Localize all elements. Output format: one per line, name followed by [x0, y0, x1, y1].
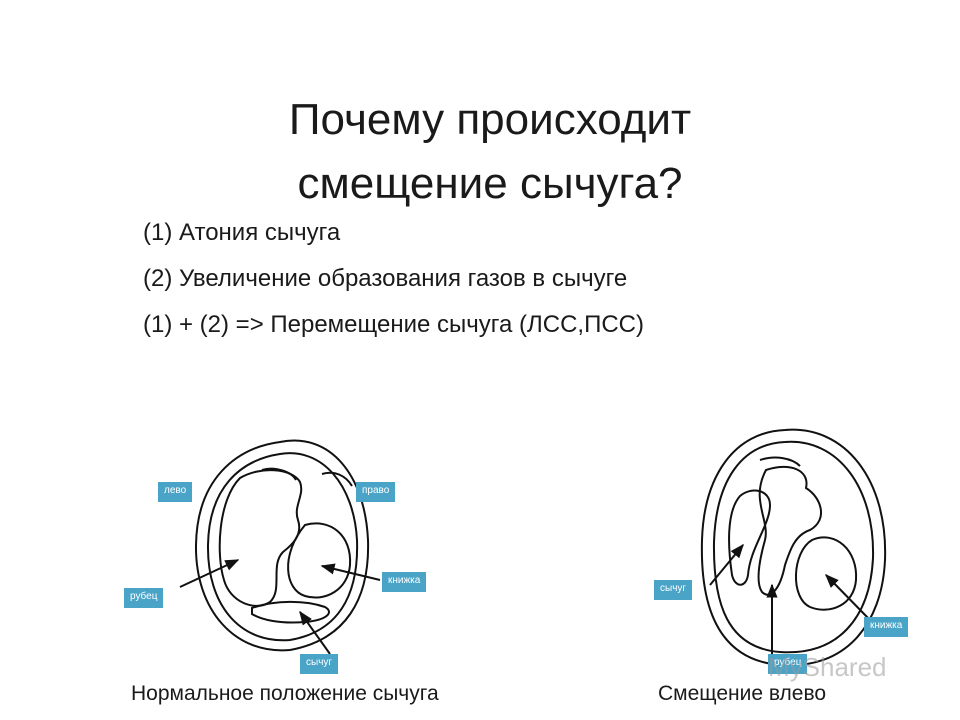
normal-position-diagram: [179, 439, 381, 655]
left-body-inner-outline: [206, 452, 359, 642]
right-omasum-pointer: [825, 573, 871, 621]
label-right: право: [356, 482, 396, 502]
right-abomasum-pointer: [709, 543, 744, 586]
caption-displaced: Смещение влево: [658, 682, 827, 705]
bullet-1: (1) Атония сычуга: [143, 219, 341, 246]
rumen-pointer: [179, 559, 240, 588]
title-line-1: Почему происходит: [288, 95, 692, 144]
label-abomasum-displaced: сычуг: [654, 580, 693, 600]
label-abomasum: сычуг: [300, 654, 339, 674]
abomasum-pointer: [299, 610, 331, 655]
slide-title: Почему происходит смещение сычуга?: [0, 88, 960, 216]
bullet-3: (1) + (2) => Перемещение сычуга (ЛСС,ПСС…: [143, 311, 644, 338]
right-body-inner-outline: [712, 440, 875, 654]
left-omasum: [287, 522, 352, 599]
label-left: лево: [158, 482, 193, 502]
left-rumen: [218, 469, 303, 607]
label-rumen-displaced: рубец: [768, 654, 808, 674]
omasum-pointer: [320, 563, 381, 581]
left-body-outline: [194, 439, 370, 652]
right-abomasum: [728, 489, 772, 586]
label-omasum: книжка: [382, 572, 427, 592]
watermark: MyShared: [768, 652, 887, 682]
left-displacement-diagram: [700, 428, 887, 667]
label-rumen: рубец: [124, 588, 164, 608]
title-line-2: смещение сычуга?: [297, 159, 683, 208]
right-omasum: [795, 536, 858, 611]
right-rumen: [757, 465, 822, 596]
left-abomasum: [251, 600, 330, 624]
caption-normal: Нормальное положение сычуга: [131, 682, 439, 705]
label-omasum-displaced: книжка: [864, 617, 909, 637]
bullet-2: (2) Увеличение образования газов в сычуг…: [143, 265, 628, 292]
